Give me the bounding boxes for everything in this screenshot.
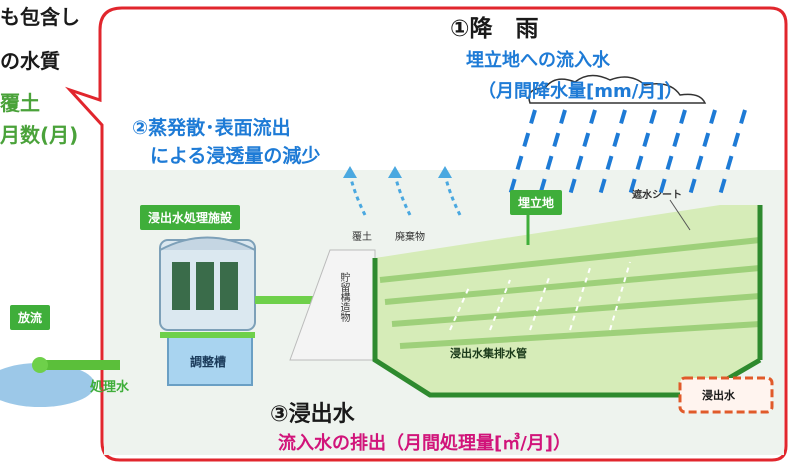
label-leachate-box: 浸出水 bbox=[702, 389, 735, 402]
pond bbox=[0, 363, 95, 407]
leachate-title: ③浸出水 bbox=[270, 402, 355, 427]
rain-title: ①降 雨 bbox=[450, 16, 539, 42]
rain-detail: （月間降水量[mm/月]） bbox=[478, 81, 683, 102]
label-retaining: 貯留構造物 bbox=[338, 272, 349, 322]
label-treated-water: 処理水 bbox=[90, 380, 130, 395]
retaining-wall bbox=[289, 249, 376, 361]
rain-lines bbox=[508, 109, 747, 196]
label-landfill: 埋立地 bbox=[510, 190, 563, 215]
left-text-line3: 覆土 bbox=[0, 91, 40, 115]
left-text-line1: も包含し bbox=[0, 5, 80, 29]
label-collection-pipe: 浸出水集排水管 bbox=[450, 347, 527, 360]
label-adjustment-tank: 調整槽 bbox=[190, 355, 227, 369]
rain-subtitle: 埋立地への流入水 bbox=[466, 50, 610, 71]
label-discharge: 放流 bbox=[10, 305, 51, 330]
left-text-line4: 月数(月) bbox=[0, 123, 79, 147]
evaporation-arrows bbox=[348, 174, 462, 216]
adjustment-tank bbox=[167, 334, 253, 386]
leachate-detail: 流入水の排出（月間処理量[㎥/月]） bbox=[278, 433, 572, 454]
evaporation-line2: による浸透量の減少 bbox=[150, 145, 321, 167]
label-cover-soil: 覆土 bbox=[352, 232, 372, 243]
left-text-line2: の水質 bbox=[0, 49, 60, 73]
label-sheet: 遮水シート bbox=[632, 190, 682, 201]
label-treatment-facility: 浸出水処理施設 bbox=[140, 205, 241, 230]
cloud bbox=[528, 74, 707, 104]
evaporation-line1: ②蒸発散･表面流出 bbox=[132, 117, 291, 139]
leachate-box bbox=[678, 376, 774, 414]
label-waste: 廃棄物 bbox=[395, 232, 425, 243]
